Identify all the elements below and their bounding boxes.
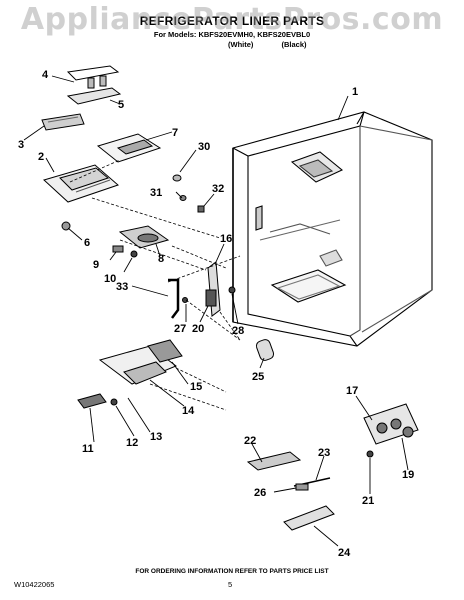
callout-13: 13 [150,431,162,443]
callout-leaders [23,75,409,547]
callout-10: 10 [104,273,116,285]
callout-12: 12 [126,437,138,449]
callout-17: 17 [346,385,358,397]
callout-15: 15 [190,381,202,393]
leader-lines [69,159,241,411]
page-title: REFRIGERATOR LINER PARTS [139,14,325,28]
callout-26: 26 [254,487,266,499]
page-number: 5 [228,580,233,589]
callout-25: 25 [252,371,264,383]
callout-9: 9 [93,259,99,271]
callout-33: 33 [116,281,128,293]
callout-4: 4 [42,69,49,81]
callout-19: 19 [402,469,414,481]
callout-21: 21 [362,495,374,507]
callout-14: 14 [182,405,195,417]
callout-24: 24 [338,547,351,559]
callout-numbers: 1 2 3 4 5 6 7 8 9 10 11 12 13 14 15 16 1… [18,69,414,559]
callout-27: 27 [174,323,186,335]
callout-16: 16 [220,233,232,245]
callout-31: 31 [150,187,162,199]
variant-white: (White) [228,40,254,49]
ordering-note: FOR ORDERING INFORMATION REFER TO PARTS … [135,568,329,575]
callout-7: 7 [172,127,178,139]
callout-5: 5 [118,99,124,111]
callout-23: 23 [318,447,330,459]
callout-3: 3 [18,139,24,151]
callout-28: 28 [232,325,244,337]
variant-black: (Black) [281,40,307,49]
callout-1: 1 [352,86,358,98]
callout-11: 11 [82,443,94,455]
model-numbers: For Models: KBFS20EVMH0, KBFS20EVBL0 [153,30,311,39]
callout-30: 30 [198,141,210,153]
color-variants: (White) (Black) [228,40,333,49]
watermark-text: AppliancePartsPros.com [20,2,444,37]
callout-2: 2 [38,151,44,163]
liner-assembly [232,111,433,347]
callout-32: 32 [212,183,224,195]
callout-22: 22 [244,435,256,447]
callout-6: 6 [84,237,90,249]
right-parts [246,403,419,531]
document-number: W10422065 [14,580,55,589]
callout-20: 20 [192,323,204,335]
callout-8: 8 [158,253,164,265]
